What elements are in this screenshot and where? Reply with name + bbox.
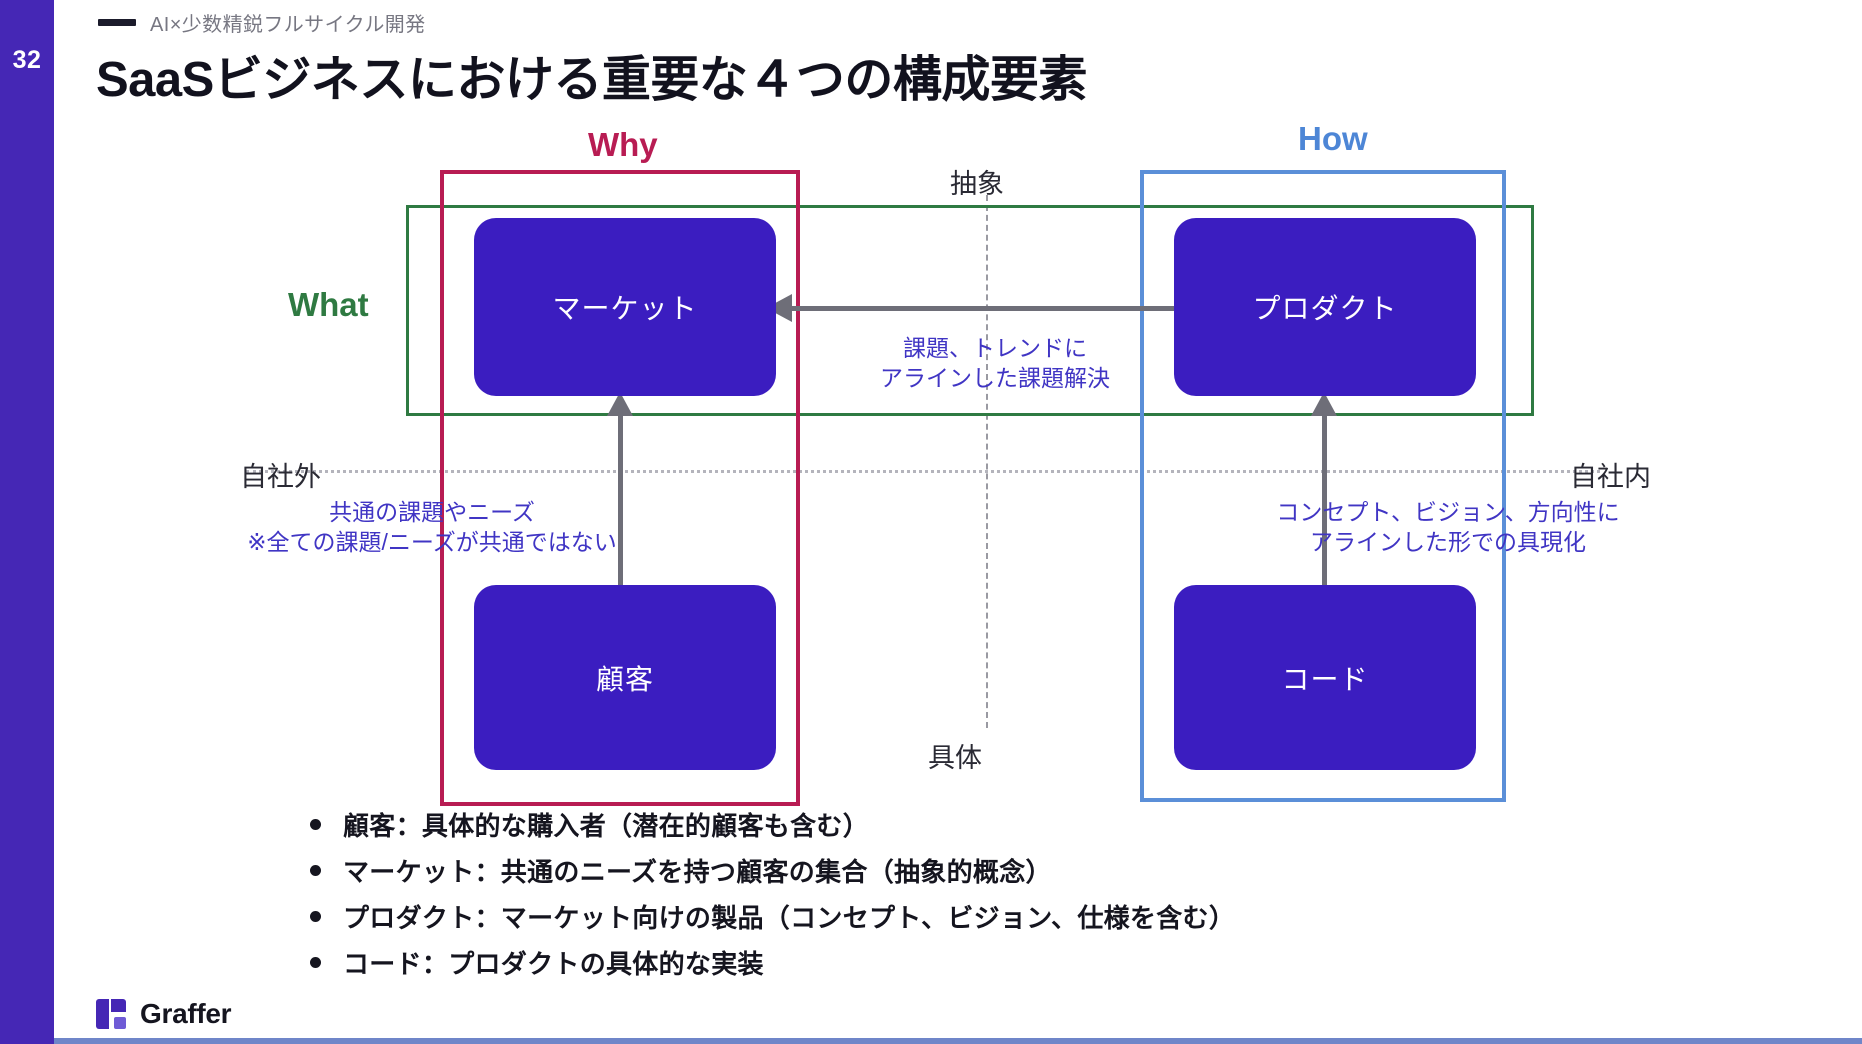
bullet-dot-icon	[310, 911, 321, 922]
frame-why	[440, 170, 800, 806]
axis-label-concrete: 具体	[928, 743, 982, 773]
frame-label-how: How	[1298, 120, 1368, 157]
bullet-text: プロダクト：マーケット向けの製品（コンセプト、ビジョン、仕様を含む）	[343, 903, 1236, 933]
axis-label-outside: 自社外	[240, 462, 321, 492]
frame-label-what: What	[288, 286, 369, 323]
bullet-dot-icon	[310, 957, 321, 968]
vertical-axis-guide	[986, 195, 988, 728]
arrow-customer-to-market	[618, 408, 623, 588]
annotation-right: コンセプト、ビジョン、方向性に アラインした形での具現化	[1276, 499, 1620, 556]
node-market: マーケット	[474, 218, 776, 396]
arrow-head-left-icon	[766, 294, 792, 322]
annotation-middle: 課題、トレンドに アラインした課題解決	[880, 335, 1110, 392]
bullet-dot-icon	[310, 865, 321, 876]
page-title: SaaSビジネスにおける重要な４つの構成要素	[96, 53, 1087, 107]
arrow-code-to-product	[1322, 408, 1327, 588]
bullet-dot-icon	[310, 819, 321, 830]
arrow-product-to-market	[790, 306, 1180, 311]
bullet-text: コード：プロダクトの具体的な実装	[343, 949, 764, 979]
eyebrow: AI×少数精鋭フルサイクル開発	[98, 8, 426, 37]
list-item: 顧客：具体的な購入者（潜在的顧客も含む）	[310, 806, 1235, 843]
annotation-left: 共通の課題やニーズ ※全ての課題/ニーズが共通ではない	[247, 499, 617, 556]
frame-what	[406, 205, 1534, 416]
brand-logo: Graffer	[96, 998, 232, 1030]
brand-name: Graffer	[140, 998, 232, 1029]
node-code: コード	[1174, 585, 1476, 770]
frame-how	[1140, 170, 1506, 802]
list-item: コード：プロダクトの具体的な実装	[310, 944, 1235, 981]
eyebrow-label: AI×少数精鋭フルサイクル開発	[150, 14, 426, 36]
arrow-head-up-right-icon	[1311, 392, 1337, 416]
bullet-list: 顧客：具体的な購入者（潜在的顧客も含む） マーケット：共通のニーズを持つ顧客の集…	[310, 806, 1235, 990]
graffer-logo-icon	[96, 999, 126, 1029]
axis-label-abstract: 抽象	[950, 169, 1004, 199]
node-product: プロダクト	[1174, 218, 1476, 396]
side-rail	[0, 0, 54, 1044]
bullet-text: 顧客：具体的な購入者（潜在的顧客も含む）	[343, 811, 870, 841]
dash-icon	[98, 19, 136, 26]
horizontal-axis-guide	[246, 470, 1600, 473]
frame-label-why: Why	[588, 126, 658, 163]
arrow-head-up-left-icon	[607, 392, 633, 416]
slide-number: 32	[12, 46, 42, 74]
node-customer: 顧客	[474, 585, 776, 770]
list-item: プロダクト：マーケット向けの製品（コンセプト、ビジョン、仕様を含む）	[310, 898, 1235, 935]
list-item: マーケット：共通のニーズを持つ顧客の集合（抽象的概念）	[310, 852, 1235, 889]
footer-accent-bar	[54, 1038, 1862, 1044]
axis-label-inside: 自社内	[1570, 462, 1651, 492]
bullet-text: マーケット：共通のニーズを持つ顧客の集合（抽象的概念）	[343, 857, 1052, 887]
